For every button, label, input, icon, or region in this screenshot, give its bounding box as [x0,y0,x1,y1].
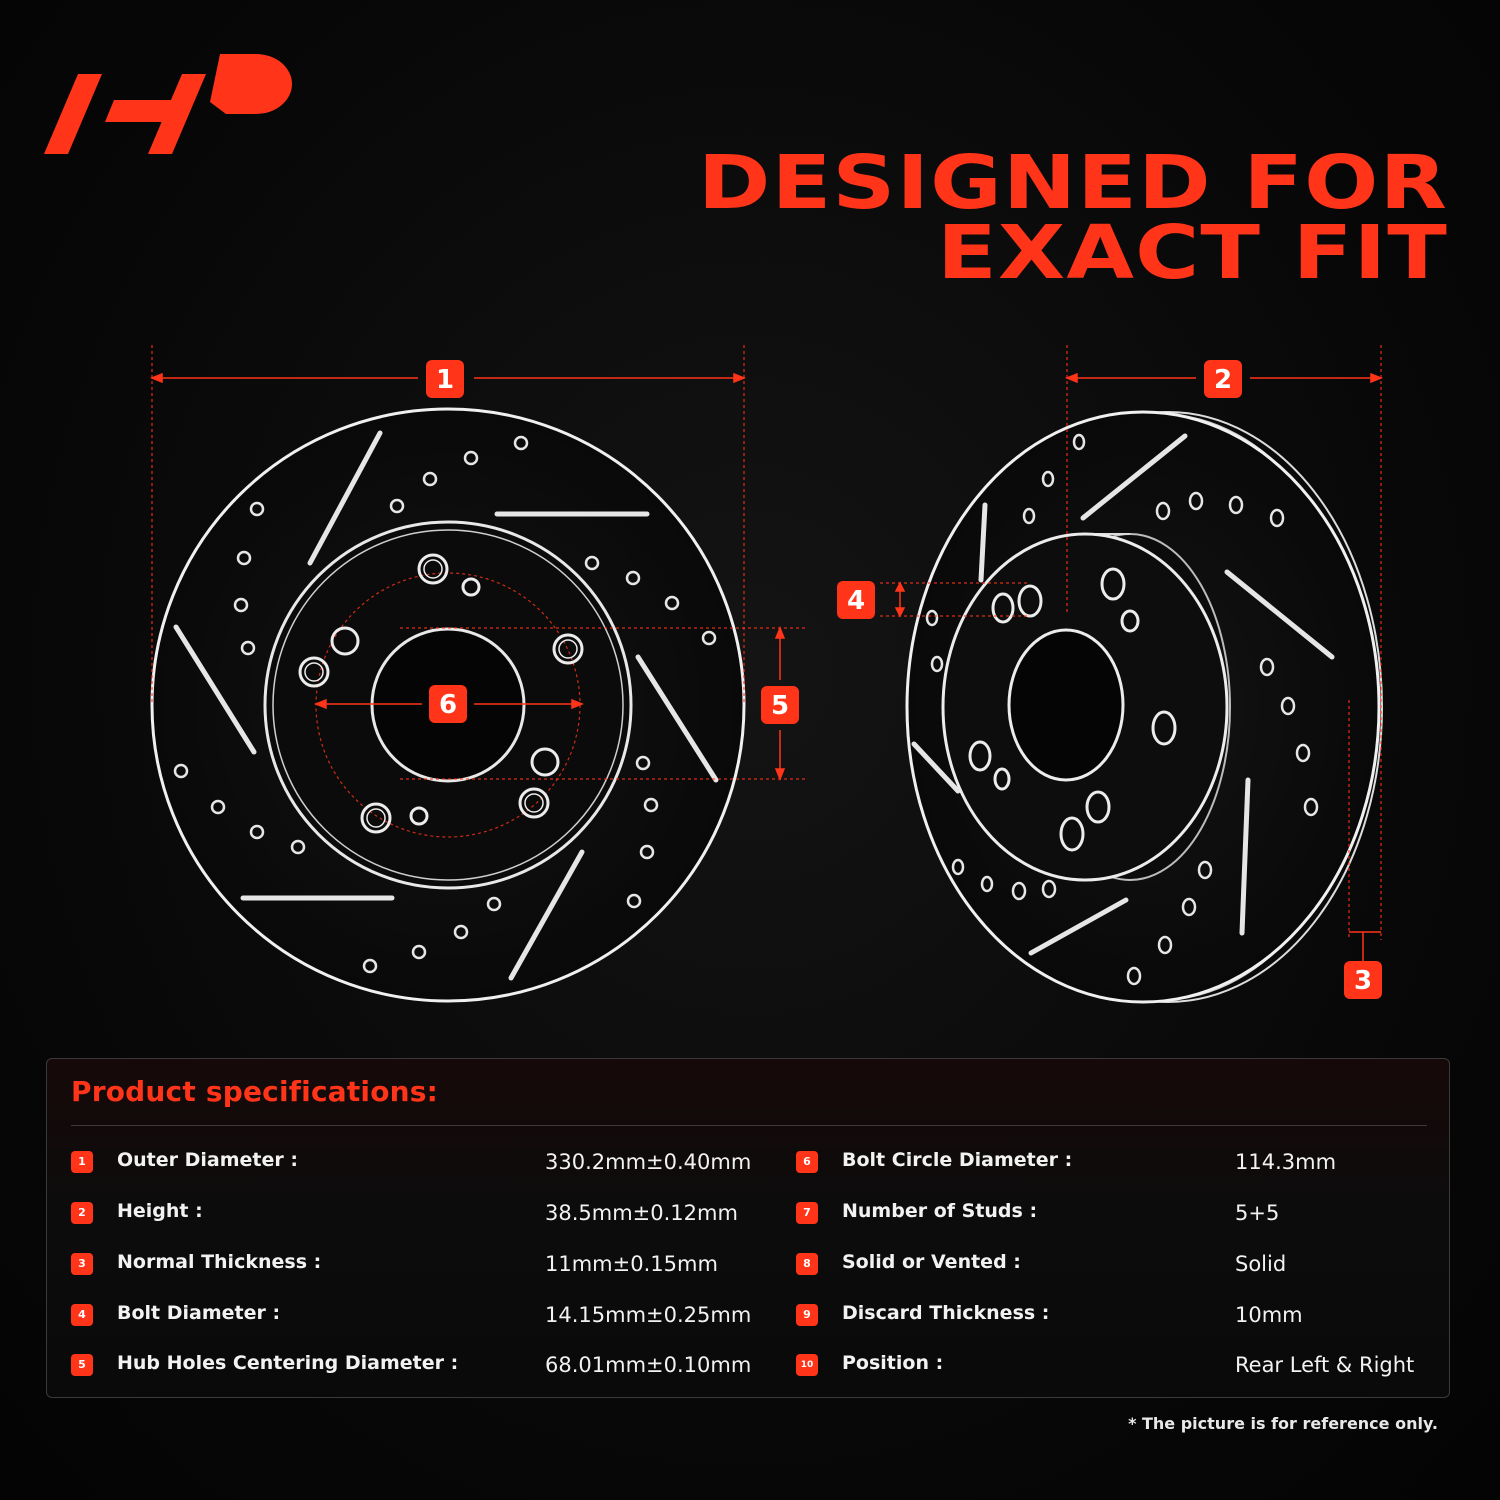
spec-label: Discard Thickness : [842,1302,1050,1324]
a-premium-logo-icon [44,54,292,154]
spec-value: 5+5 [1235,1201,1280,1225]
spec-row-number-of-studs: 7 Number of Studs : 5+5 [796,1200,1426,1230]
spec-value: 330.2mm±0.40mm [545,1150,752,1174]
spec-number-badge: 8 [796,1253,818,1275]
spec-row-bolt-diameter: 4 Bolt Diameter : 14.15mm±0.25mm [71,1302,771,1332]
callout-badge-4: 4 [837,581,875,619]
spec-number-badge: 1 [71,1151,93,1173]
spec-value: 14.15mm±0.25mm [545,1303,752,1327]
svg-text:1: 1 [436,365,454,395]
svg-text:6: 6 [439,690,457,720]
specs-title: Product specifications: [71,1075,439,1108]
spec-label: Solid or Vented : [842,1251,1021,1273]
spec-label: Height : [117,1200,203,1222]
callout-badge-1: 1 [426,360,464,398]
svg-text:3: 3 [1354,966,1372,996]
spec-number-badge: 5 [71,1354,93,1376]
rotor-diagram: 1 2 3 4 5 6 [149,345,1384,1004]
spec-row-discard-thickness: 9 Discard Thickness : 10mm [796,1302,1426,1332]
spec-label: Outer Diameter : [117,1149,298,1171]
svg-text:2: 2 [1214,365,1232,395]
callout-badge-6: 6 [429,685,467,723]
headline-line-1: DESIGNED FOR [697,140,1448,226]
spec-row-bolt-circle-diameter: 6 Bolt Circle Diameter : 114.3mm [796,1149,1426,1179]
spec-row-height: 2 Height : 38.5mm±0.12mm [71,1200,771,1230]
spec-value: 68.01mm±0.10mm [545,1353,752,1377]
spec-value: 114.3mm [1235,1150,1337,1174]
svg-text:4: 4 [847,586,865,616]
spec-row-position: 10 Position : Rear Left & Right [796,1352,1426,1382]
spec-number-badge: 3 [71,1253,93,1275]
headline: DESIGNED FOR EXACT FIT [386,140,1448,296]
callout-badge-3: 3 [1344,961,1382,999]
spec-value: 11mm±0.15mm [545,1252,718,1276]
spec-number-badge: 6 [796,1151,818,1173]
spec-number-badge: 2 [71,1202,93,1224]
spec-label: Bolt Diameter : [117,1302,281,1324]
headline-line-2: EXACT FIT [937,210,1448,296]
product-specifications-panel: Product specifications: 1 Outer Diameter… [46,1058,1450,1398]
spec-value: Solid [1235,1252,1287,1276]
reference-footnote: * The picture is for reference only. [1128,1414,1438,1433]
spec-row-solid-or-vented: 8 Solid or Vented : Solid [796,1251,1426,1281]
spec-number-badge: 4 [71,1304,93,1326]
spec-row-outer-diameter: 1 Outer Diameter : 330.2mm±0.40mm [71,1149,771,1179]
spec-value: 10mm [1235,1303,1303,1327]
spec-label: Number of Studs : [842,1200,1038,1222]
brake-rotor-angled-view [880,345,1384,1004]
spec-label: Hub Holes Centering Diameter : [117,1352,459,1374]
spec-label: Position : [842,1352,944,1374]
spec-label: Normal Thickness : [117,1251,322,1273]
brake-rotor-front-view [149,345,805,1003]
spec-row-normal-thickness: 3 Normal Thickness : 11mm±0.15mm [71,1251,771,1281]
svg-text:5: 5 [771,691,789,721]
callout-badge-5: 5 [761,686,799,724]
spec-number-badge: 10 [796,1354,818,1376]
spec-row-hub-holes-centering-diameter: 5 Hub Holes Centering Diameter : 68.01mm… [71,1352,771,1382]
callout-badge-2: 2 [1204,360,1242,398]
spec-value: Rear Left & Right [1235,1353,1415,1377]
spec-number-badge: 7 [796,1202,818,1224]
spec-label: Bolt Circle Diameter : [842,1149,1073,1171]
spec-value: 38.5mm±0.12mm [545,1201,738,1225]
spec-number-badge: 9 [796,1304,818,1326]
specs-divider [71,1125,1427,1126]
